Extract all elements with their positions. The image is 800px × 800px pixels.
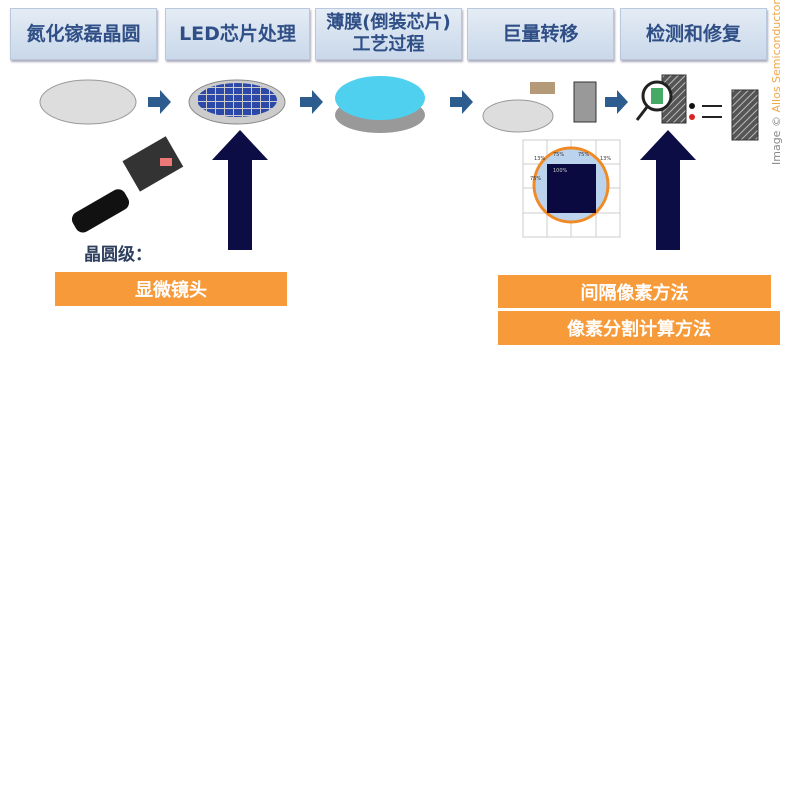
method-microscope-lens: 显微镜头 <box>55 272 287 306</box>
camera-icon <box>71 136 184 233</box>
step-arrow <box>300 90 323 114</box>
up-arrow-left <box>212 130 268 250</box>
grid-label: 100% <box>553 168 568 174</box>
grid-label: 13% <box>534 156 545 162</box>
step-arrow <box>148 90 171 114</box>
method-spaced-pixel: 间隔像素方法 <box>498 275 771 308</box>
grid-label: 75% <box>578 152 589 158</box>
watermark: Image © Allos Semiconductors <box>770 0 783 165</box>
step-gan-wafer: 氮化镓磊晶圆 <box>10 8 157 60</box>
method-pixel-split: 像素分割计算方法 <box>498 311 780 345</box>
step-led-chip: LED芯片处理 <box>165 8 310 60</box>
grid-label: 75% <box>553 152 564 158</box>
gan-wafer <box>39 79 137 125</box>
process-illustration: 13% 75% 75% 13% 75% 100% <box>39 74 759 250</box>
up-arrow-right <box>640 130 696 250</box>
transfer-wafer <box>482 99 554 133</box>
step-arrow <box>605 90 628 114</box>
step-arrow <box>450 90 473 114</box>
repaired-panel <box>731 89 759 141</box>
wafer-level-label: 晶圆级： <box>84 245 152 265</box>
step-thin-film: 薄膜(倒装芯片) 工艺过程 <box>315 8 462 60</box>
step-mass-transfer: 巨量转移 <box>467 8 614 60</box>
grid-label: 75% <box>530 176 541 182</box>
grid-label: 13% <box>600 156 611 162</box>
step-inspection-repair: 检测和修复 <box>620 8 767 60</box>
target-panel <box>573 81 597 123</box>
